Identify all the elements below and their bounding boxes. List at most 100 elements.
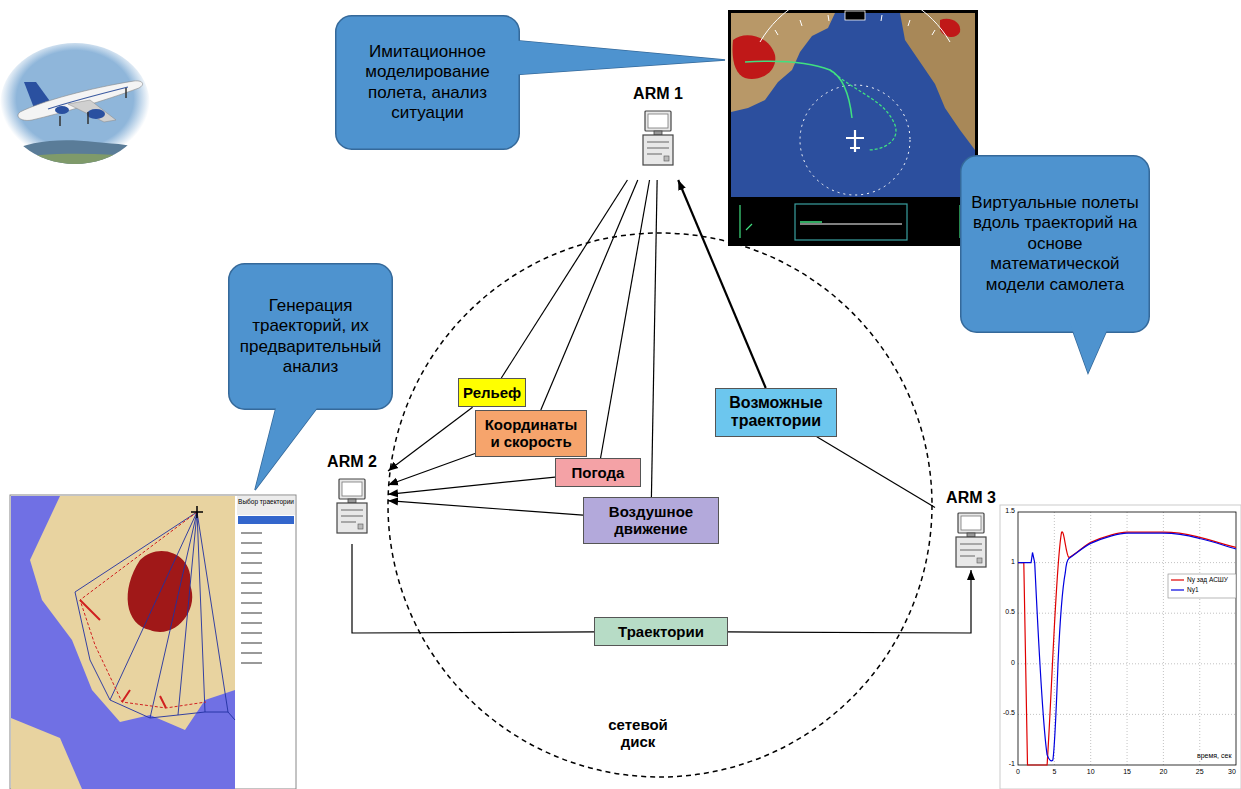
callout-tail-fill [255, 400, 323, 490]
node-text: Имитационное моделирование полета, анали… [343, 42, 512, 124]
chart-curve [1018, 532, 1236, 765]
axis-tick: 15 [1117, 768, 1137, 776]
node-text: Координаты и скорость [480, 416, 582, 451]
photo-ground [0, 154, 150, 170]
map-aircraft [191, 506, 203, 518]
connector [728, 570, 971, 633]
connector [817, 437, 935, 508]
workstation-icon [643, 111, 673, 165]
flight-path [745, 61, 852, 118]
callout-tail [255, 400, 323, 490]
chart-legend-box [1168, 574, 1236, 598]
screen-terrain [940, 19, 960, 37]
network-disk-label: сетевой диск [598, 716, 678, 751]
chart-axes [1018, 512, 1236, 765]
photo-mountains [0, 140, 150, 170]
axis-tick: -1 [990, 760, 1015, 768]
data-box: Возможные траектории [715, 388, 837, 437]
map-trajectory [75, 592, 235, 720]
legend-text: Ny зад АСШУ [1187, 576, 1228, 583]
axis-tick: 0 [990, 659, 1015, 667]
node-text: Погода [560, 464, 636, 481]
workstation: ARM 1 [622, 84, 694, 180]
chart-curve [1018, 533, 1236, 761]
node-text: Траектории [599, 623, 723, 640]
legend-swatch [1171, 586, 1184, 594]
airplane-photo [0, 43, 150, 170]
screen-terrain [733, 35, 776, 79]
data-box: Рельеф [458, 378, 526, 407]
connector [388, 454, 475, 485]
chart-screenshot [1000, 505, 1241, 789]
plane-gear [60, 88, 126, 126]
compass-arc [760, 0, 950, 42]
screen-frame [728, 10, 978, 246]
data-box: Траектории [594, 617, 728, 646]
aircraft-symbol [846, 130, 864, 152]
node-text: Рельеф [463, 384, 521, 401]
plane-engine [55, 106, 69, 114]
legend-item: Ny1 [1171, 586, 1199, 594]
callout-bubble: Виртуальные полеты вдоль траекторий на о… [960, 155, 1150, 333]
connector [541, 180, 638, 410]
data-box: Погода [555, 458, 641, 487]
heading-box [845, 11, 865, 20]
connector [651, 180, 657, 497]
screen-sea [731, 13, 975, 197]
map-route-marks [80, 600, 166, 708]
axis-tick: 10 [1081, 768, 1101, 776]
data-box: Воздушное движение [583, 497, 719, 544]
workstation-icon [956, 513, 986, 567]
axis-tick: 30 [1222, 768, 1241, 776]
callout-body [336, 16, 520, 150]
plane-engine [87, 109, 105, 119]
workstation-icon [337, 479, 367, 533]
axis-title: время, сек [1196, 752, 1232, 760]
radar-screenshot [728, 0, 978, 246]
plane-wing [68, 100, 116, 122]
callout-body [961, 156, 1150, 333]
node-text: Виртуальные полеты вдоль траекторий на о… [968, 193, 1142, 295]
axis-tick: 20 [1153, 768, 1173, 776]
map-screenshot [10, 495, 296, 789]
chart-ground [1000, 505, 1241, 789]
node-text: Возможные траектории [720, 394, 832, 431]
axis-tick: 5 [1044, 768, 1064, 776]
connector [388, 407, 473, 471]
data-box: Координаты и скорость [475, 410, 587, 457]
map-route [80, 512, 206, 708]
list-header: Выбор траектории [238, 498, 294, 505]
legend-swatch [1171, 576, 1184, 584]
connector [501, 180, 627, 378]
plane-fuselage [18, 81, 143, 121]
network-disk-outline [388, 233, 932, 777]
chart-grid [1018, 512, 1236, 765]
axis-tick: 0.5 [990, 608, 1015, 616]
profile-line [800, 221, 822, 223]
legend-item: Ny зад АСШУ [1171, 576, 1228, 584]
axis-tick: 1.5 [990, 507, 1015, 515]
screen-land [900, 13, 975, 150]
workstation: ARM 2 [316, 452, 388, 544]
profile-panel [795, 204, 907, 240]
list-selection [238, 516, 294, 524]
map-sea [11, 496, 235, 789]
connector [388, 501, 583, 516]
axis-tick: 25 [1190, 768, 1210, 776]
axis-tick: 0 [1008, 768, 1028, 776]
node-text: ARM 1 [622, 84, 694, 103]
map-land [30, 496, 235, 730]
legend-text: Ny1 [1187, 586, 1199, 593]
callout-tail-fill [1070, 323, 1110, 373]
list-header-ground [237, 496, 295, 515]
node-text: Воздушное движение [588, 503, 714, 538]
map-trajectory [75, 512, 228, 718]
node-text: ARM 3 [935, 488, 1007, 507]
map-land [11, 718, 82, 789]
connector [601, 180, 650, 458]
map-frame [10, 495, 296, 789]
callout-tail [1070, 323, 1110, 373]
callout-bubble: Генерация траекторий, их предварительный… [228, 263, 393, 410]
